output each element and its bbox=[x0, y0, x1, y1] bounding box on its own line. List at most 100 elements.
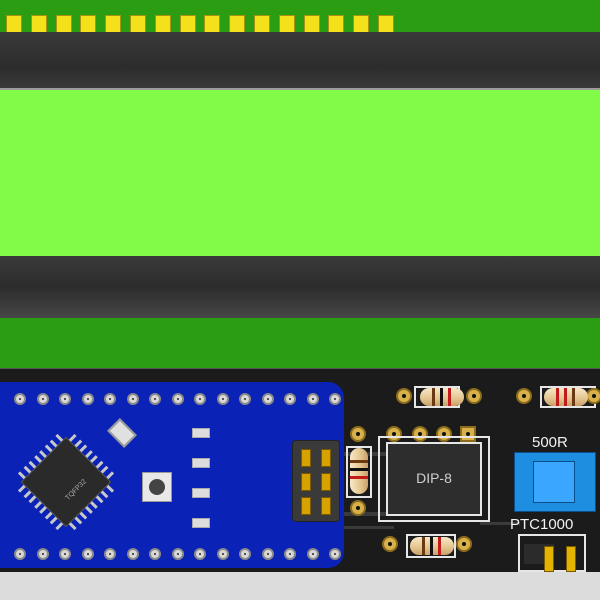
lcd-pin-pad bbox=[353, 15, 370, 33]
arduino-pad bbox=[194, 548, 206, 560]
sensor-label: PTC1000 bbox=[510, 516, 574, 533]
mcu-pin bbox=[100, 465, 109, 474]
dip8-outline bbox=[378, 436, 490, 522]
pot-knob bbox=[533, 461, 575, 503]
resistor-outline bbox=[346, 446, 372, 498]
solder-pad bbox=[396, 388, 412, 404]
lcd-pin-pad bbox=[378, 15, 394, 33]
arduino-pad bbox=[14, 548, 26, 560]
resistor-icon bbox=[350, 448, 368, 494]
mcu-pin bbox=[55, 433, 64, 442]
header-pin bbox=[301, 473, 311, 491]
pcb-trace bbox=[344, 512, 388, 516]
header-pin bbox=[301, 449, 311, 467]
solder-pad bbox=[466, 388, 482, 404]
arduino-pad bbox=[59, 393, 71, 405]
mcu-pin bbox=[90, 500, 99, 509]
solder-pad bbox=[382, 536, 398, 552]
arduino-pad bbox=[171, 393, 184, 405]
pin-header-icon bbox=[292, 440, 340, 522]
smd-led bbox=[192, 488, 210, 498]
lcd-pcb-bottom bbox=[0, 318, 600, 368]
arduino-pad bbox=[126, 548, 139, 560]
arduino-pad bbox=[306, 393, 319, 405]
arduino-pad bbox=[36, 393, 49, 405]
arduino-pad bbox=[306, 548, 319, 560]
resistor-icon bbox=[544, 388, 588, 406]
lcd-pin-pad bbox=[6, 15, 22, 33]
arduino-pad bbox=[171, 548, 184, 560]
arduino-pad bbox=[104, 393, 116, 405]
mcu-pin bbox=[34, 455, 42, 463]
mcu-pin bbox=[39, 449, 48, 458]
solder-pad bbox=[386, 426, 402, 442]
potentiometer-label: 500R bbox=[532, 434, 568, 451]
arduino-pad bbox=[194, 393, 206, 405]
mcu-pin bbox=[90, 455, 98, 463]
solder-pad bbox=[456, 536, 472, 552]
lcd-pin-pad bbox=[303, 15, 320, 33]
arduino-pad bbox=[284, 548, 296, 560]
solder-pad bbox=[412, 426, 428, 442]
lcd-bezel-top bbox=[0, 32, 600, 92]
mcu-pin bbox=[28, 495, 37, 504]
mcu-pin bbox=[105, 471, 114, 479]
mcu-pin bbox=[95, 460, 104, 469]
arduino-pad bbox=[104, 548, 116, 560]
solder-pad bbox=[436, 426, 452, 442]
mcu-pin bbox=[106, 484, 115, 493]
arduino-pad bbox=[36, 548, 49, 560]
lcd-pin-pad bbox=[179, 15, 196, 33]
arduino-pad bbox=[216, 548, 229, 560]
mcu-pin bbox=[18, 471, 27, 479]
resistor-icon bbox=[410, 537, 454, 555]
arduino-pad bbox=[81, 548, 94, 560]
arduino-pad bbox=[126, 393, 139, 405]
header-pin bbox=[321, 449, 331, 467]
mcu-pin bbox=[44, 511, 53, 520]
mcu-pin bbox=[23, 465, 32, 474]
header-pin bbox=[321, 473, 331, 491]
solder-pad bbox=[586, 388, 600, 404]
pcb-trace bbox=[344, 526, 394, 529]
lcd-pin-pad bbox=[154, 15, 171, 33]
arduino-pad bbox=[261, 548, 274, 560]
mcu-pin bbox=[95, 495, 104, 504]
lcd-pin-pad bbox=[130, 15, 146, 33]
lcd-pin-pad bbox=[204, 15, 221, 33]
header-pin bbox=[321, 497, 331, 515]
arduino-pad bbox=[239, 548, 251, 560]
arduino-pad bbox=[149, 393, 161, 405]
mcu-pin bbox=[49, 516, 58, 525]
resistor-icon bbox=[420, 388, 464, 406]
lcd-pin-pad bbox=[30, 15, 47, 33]
trimmer-pot-icon bbox=[514, 452, 596, 512]
reset-button[interactable] bbox=[142, 472, 172, 502]
arduino-pad bbox=[59, 548, 71, 560]
mcu-pin bbox=[17, 484, 26, 493]
mcu-pin bbox=[39, 506, 47, 514]
background-strip bbox=[0, 572, 600, 600]
lcd-pin-pad bbox=[55, 15, 72, 33]
mcu-pin bbox=[85, 506, 93, 514]
arduino-pad bbox=[261, 393, 274, 405]
mcu-pin bbox=[33, 500, 42, 509]
smd-led bbox=[192, 458, 210, 468]
solder-pad bbox=[516, 388, 532, 404]
mcu-pin bbox=[44, 444, 53, 453]
mcu-pin bbox=[79, 444, 88, 453]
mcu-pin bbox=[74, 439, 82, 447]
arduino-pad bbox=[149, 548, 161, 560]
arduino-pad bbox=[239, 393, 251, 405]
mcu-pin bbox=[68, 433, 77, 442]
smd-led bbox=[192, 518, 210, 528]
solder-pad bbox=[460, 426, 476, 442]
arduino-pad bbox=[14, 393, 26, 405]
lcd-pin-pad bbox=[229, 15, 246, 33]
arduino-pad bbox=[329, 393, 341, 405]
lcd-pin-pad bbox=[328, 15, 345, 33]
solder-pad bbox=[350, 500, 366, 516]
dip8-ic-icon: DIP-8 bbox=[386, 442, 482, 516]
arduino-pad bbox=[329, 548, 341, 560]
arduino-pad bbox=[284, 393, 296, 405]
